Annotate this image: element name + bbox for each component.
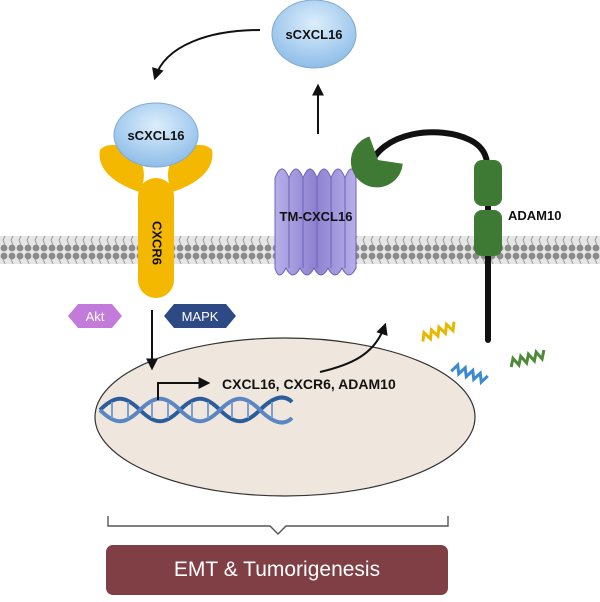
- fragment-blue: [450, 361, 489, 386]
- cxcr6-label: CXCR6: [150, 221, 165, 265]
- expression-arrow: [319, 322, 388, 373]
- dna-helix: [98, 395, 294, 425]
- mapk-label: MAPK: [182, 309, 219, 324]
- outcome-banner: EMT & Tumorigenesis: [106, 545, 448, 595]
- akt-badge: [68, 304, 122, 328]
- ligand-binding-arrow: [152, 29, 261, 81]
- adam10-protease: [350, 129, 502, 343]
- transcription-arrow: [157, 377, 211, 400]
- target-genes-label: CXCL16, CXCR6, ADAM10: [222, 376, 396, 392]
- fragment-yellow: [421, 321, 456, 342]
- outcome-brace: [107, 516, 449, 535]
- soluble-cxcl16-bound-label: sCXCL16: [127, 128, 184, 143]
- soluble-cxcl16-top: [271, 0, 357, 69]
- mapk-badge: [164, 304, 236, 328]
- tm-cxcl16: [274, 168, 357, 276]
- soluble-cxcl16-top-label: sCXCL16: [285, 27, 342, 42]
- fragment-green: [509, 348, 546, 369]
- akt-label: Akt: [86, 309, 105, 324]
- soluble-cxcl16-bound: [113, 102, 199, 168]
- nucleus: [94, 337, 476, 497]
- adam10-label: ADAM10: [508, 208, 561, 223]
- tm-cxcl16-label: TM-CXCL16: [280, 209, 353, 224]
- cxcr6-receptor: [99, 145, 213, 298]
